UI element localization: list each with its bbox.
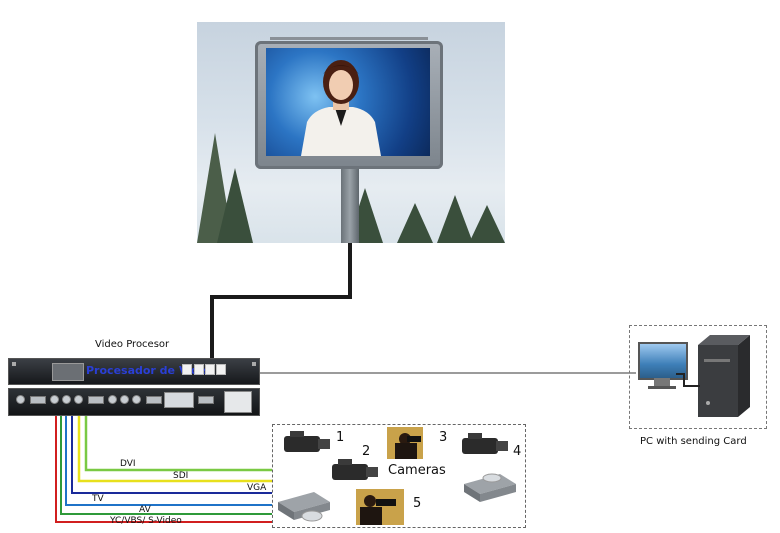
cable-label-yc-vbs-svideo: YC/VBS/ S-Video <box>110 516 182 526</box>
rack-screw <box>12 362 16 366</box>
camera-number-5: 5 <box>413 496 422 511</box>
processor-button <box>182 364 192 375</box>
cable-label-av: AV <box>139 505 151 515</box>
camera-number-2: 2 <box>362 444 371 459</box>
processor-brand-label: Procesador de Video <box>86 364 214 377</box>
news-anchor-image <box>301 60 381 156</box>
pc-caption: PC with sending Card <box>640 436 747 447</box>
cable-label-tv: TV <box>92 494 104 504</box>
cable-av <box>60 416 272 515</box>
billboard-rail <box>270 37 428 40</box>
rack-screw <box>252 362 256 366</box>
pc-tower-image <box>698 335 750 417</box>
billboard-pole <box>341 169 359 243</box>
cable-sdi <box>77 416 272 483</box>
cable-label-sdi: SDI <box>173 471 189 481</box>
cameras-box <box>272 424 526 528</box>
port-connector <box>146 396 162 404</box>
power-module <box>224 391 252 413</box>
cameraman-photo <box>356 489 404 525</box>
camcorder-icon <box>462 433 508 454</box>
cameras-label: Cameras <box>388 463 446 478</box>
cable-vga <box>71 416 272 494</box>
port-connector <box>62 395 71 404</box>
port-connector <box>50 395 59 404</box>
cable-yc <box>55 416 272 523</box>
camera-number-1: 1 <box>336 430 345 445</box>
dvd-player-icon <box>278 492 330 522</box>
cable-tv <box>65 416 272 506</box>
port-connector <box>16 395 25 404</box>
camcorder-icon <box>332 459 378 480</box>
port-panel <box>164 392 194 408</box>
cable-dvi <box>84 416 272 472</box>
cable-label-dvi: DVI <box>120 459 136 469</box>
pc-container-box <box>629 325 767 429</box>
cable-label-vga: VGA <box>247 483 267 493</box>
pc-monitor-stand <box>654 378 670 386</box>
pc-cable <box>676 373 700 387</box>
processor-button <box>205 364 215 375</box>
processor-display <box>52 363 84 381</box>
camera-number-3: 3 <box>439 430 448 445</box>
dvd-player-icon <box>464 473 516 502</box>
port-connector <box>132 395 141 404</box>
port-connector <box>88 396 104 404</box>
processor-title: Video Procesor <box>95 339 170 350</box>
cameraman-photo <box>387 427 423 459</box>
port-connector <box>120 395 129 404</box>
port-connector <box>108 395 117 404</box>
camera-number-4: 4 <box>513 444 522 459</box>
processor-button <box>194 364 204 375</box>
processor-button <box>216 364 226 375</box>
port-connector <box>30 396 46 404</box>
camcorder-icon <box>284 431 330 452</box>
port-connector <box>198 396 214 404</box>
billboard-cable <box>210 243 352 360</box>
pc-monitor-base <box>648 386 676 389</box>
port-connector <box>74 395 83 404</box>
